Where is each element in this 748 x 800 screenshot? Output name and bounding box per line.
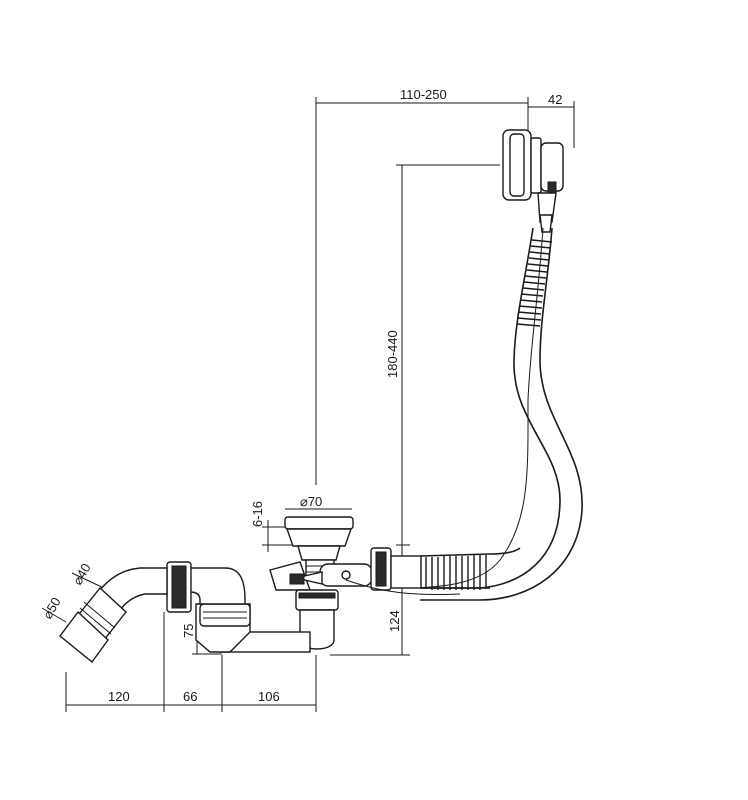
dim-top-reach: 110-250 <box>400 87 447 102</box>
outlet-elbow <box>59 561 246 664</box>
dim-outlet-40: ⌀40 <box>70 561 94 588</box>
dim-plug-diameter: ⌀70 <box>300 494 322 509</box>
overflow-head <box>502 129 564 233</box>
hose-ribs-upper <box>516 239 553 327</box>
trap <box>195 589 339 653</box>
dim-length-120: 120 <box>108 689 130 704</box>
dim-height-75: 75 <box>181 624 196 638</box>
dim-outlet-50: ⌀50 <box>40 595 64 622</box>
dim-vertical-range: 180-440 <box>385 330 400 378</box>
flex-hose <box>399 227 583 601</box>
dim-length-106: 106 <box>258 689 280 704</box>
dim-length-66: 66 <box>183 689 197 704</box>
hose-ribs-lower <box>425 555 487 590</box>
connector-arm <box>269 547 461 595</box>
dim-height-124: 124 <box>387 610 402 632</box>
dim-overflow-depth: 42 <box>548 92 562 107</box>
dim-flange-thickness: 6-16 <box>250 501 265 527</box>
